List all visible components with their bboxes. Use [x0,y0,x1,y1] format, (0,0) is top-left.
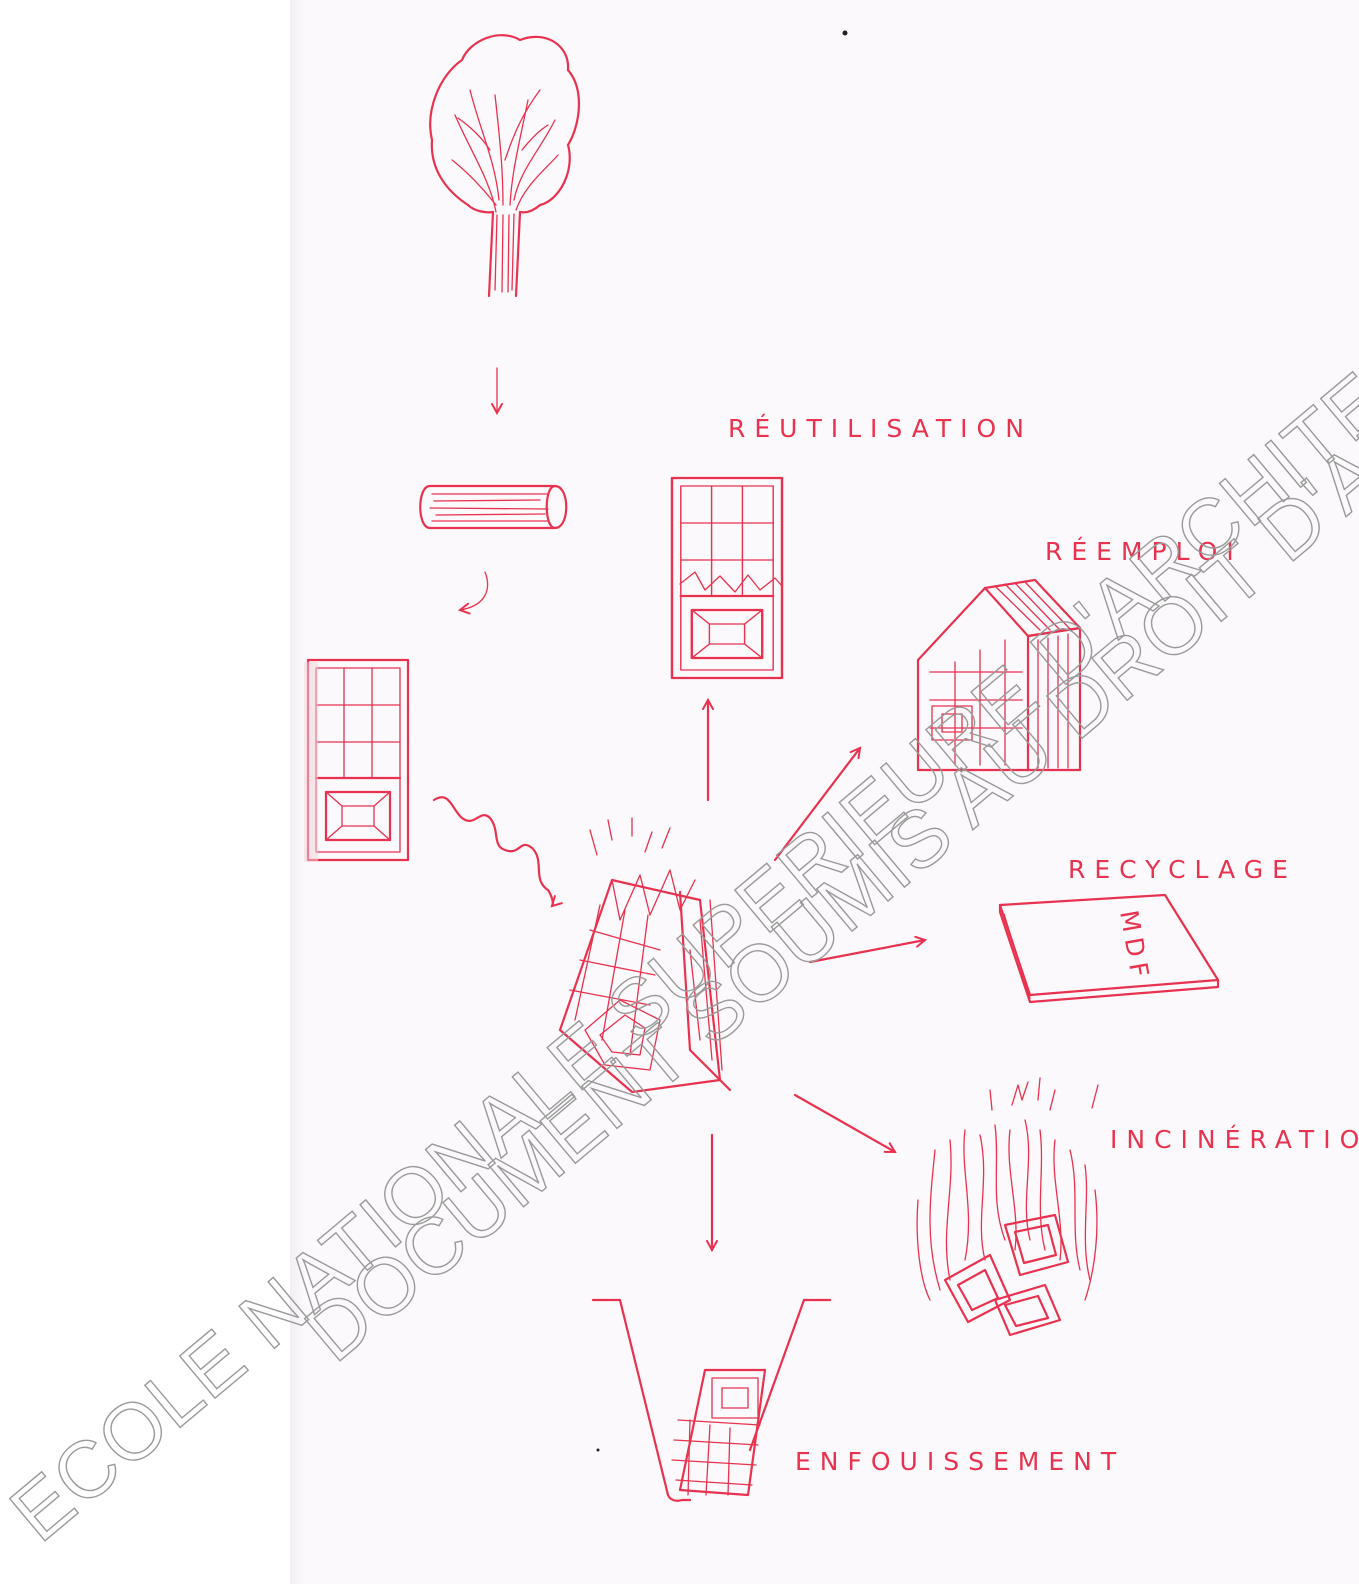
paper-edge-shadow [290,0,304,1584]
wavy-arrow-to-broken-window [432,796,553,906]
window-left-icon [304,658,410,862]
log-icon [419,484,568,530]
arrow-to-incineration [793,1093,895,1154]
fire-icon [916,1077,1099,1337]
arrow-to-reemploi [773,748,860,862]
reemploi-house-icon [916,578,1082,772]
landfill-pit-icon [591,1298,832,1502]
arrow-log-to-window [460,571,489,610]
paper-sheet [290,0,1359,1584]
label-incineration: INCINÉRATION [1110,1125,1359,1154]
ink-dot [842,30,848,36]
broken-window-icon [558,817,732,1094]
reutilisation-window-icon [670,476,784,680]
label-reemploi: RÉEMPLOI [1045,537,1243,566]
label-reutilisation: RÉUTILISATION [728,414,1033,443]
label-mdf: MDF [1114,908,1155,985]
tree-icon [429,34,580,298]
label-recyclage: RECYCLAGE [1068,855,1297,884]
label-enfouissement: ENFOUISSEMENT [795,1447,1125,1476]
arrow-to-recyclage [808,940,925,964]
mdf-board-icon [998,893,1220,1004]
ink-dot [596,1448,600,1452]
